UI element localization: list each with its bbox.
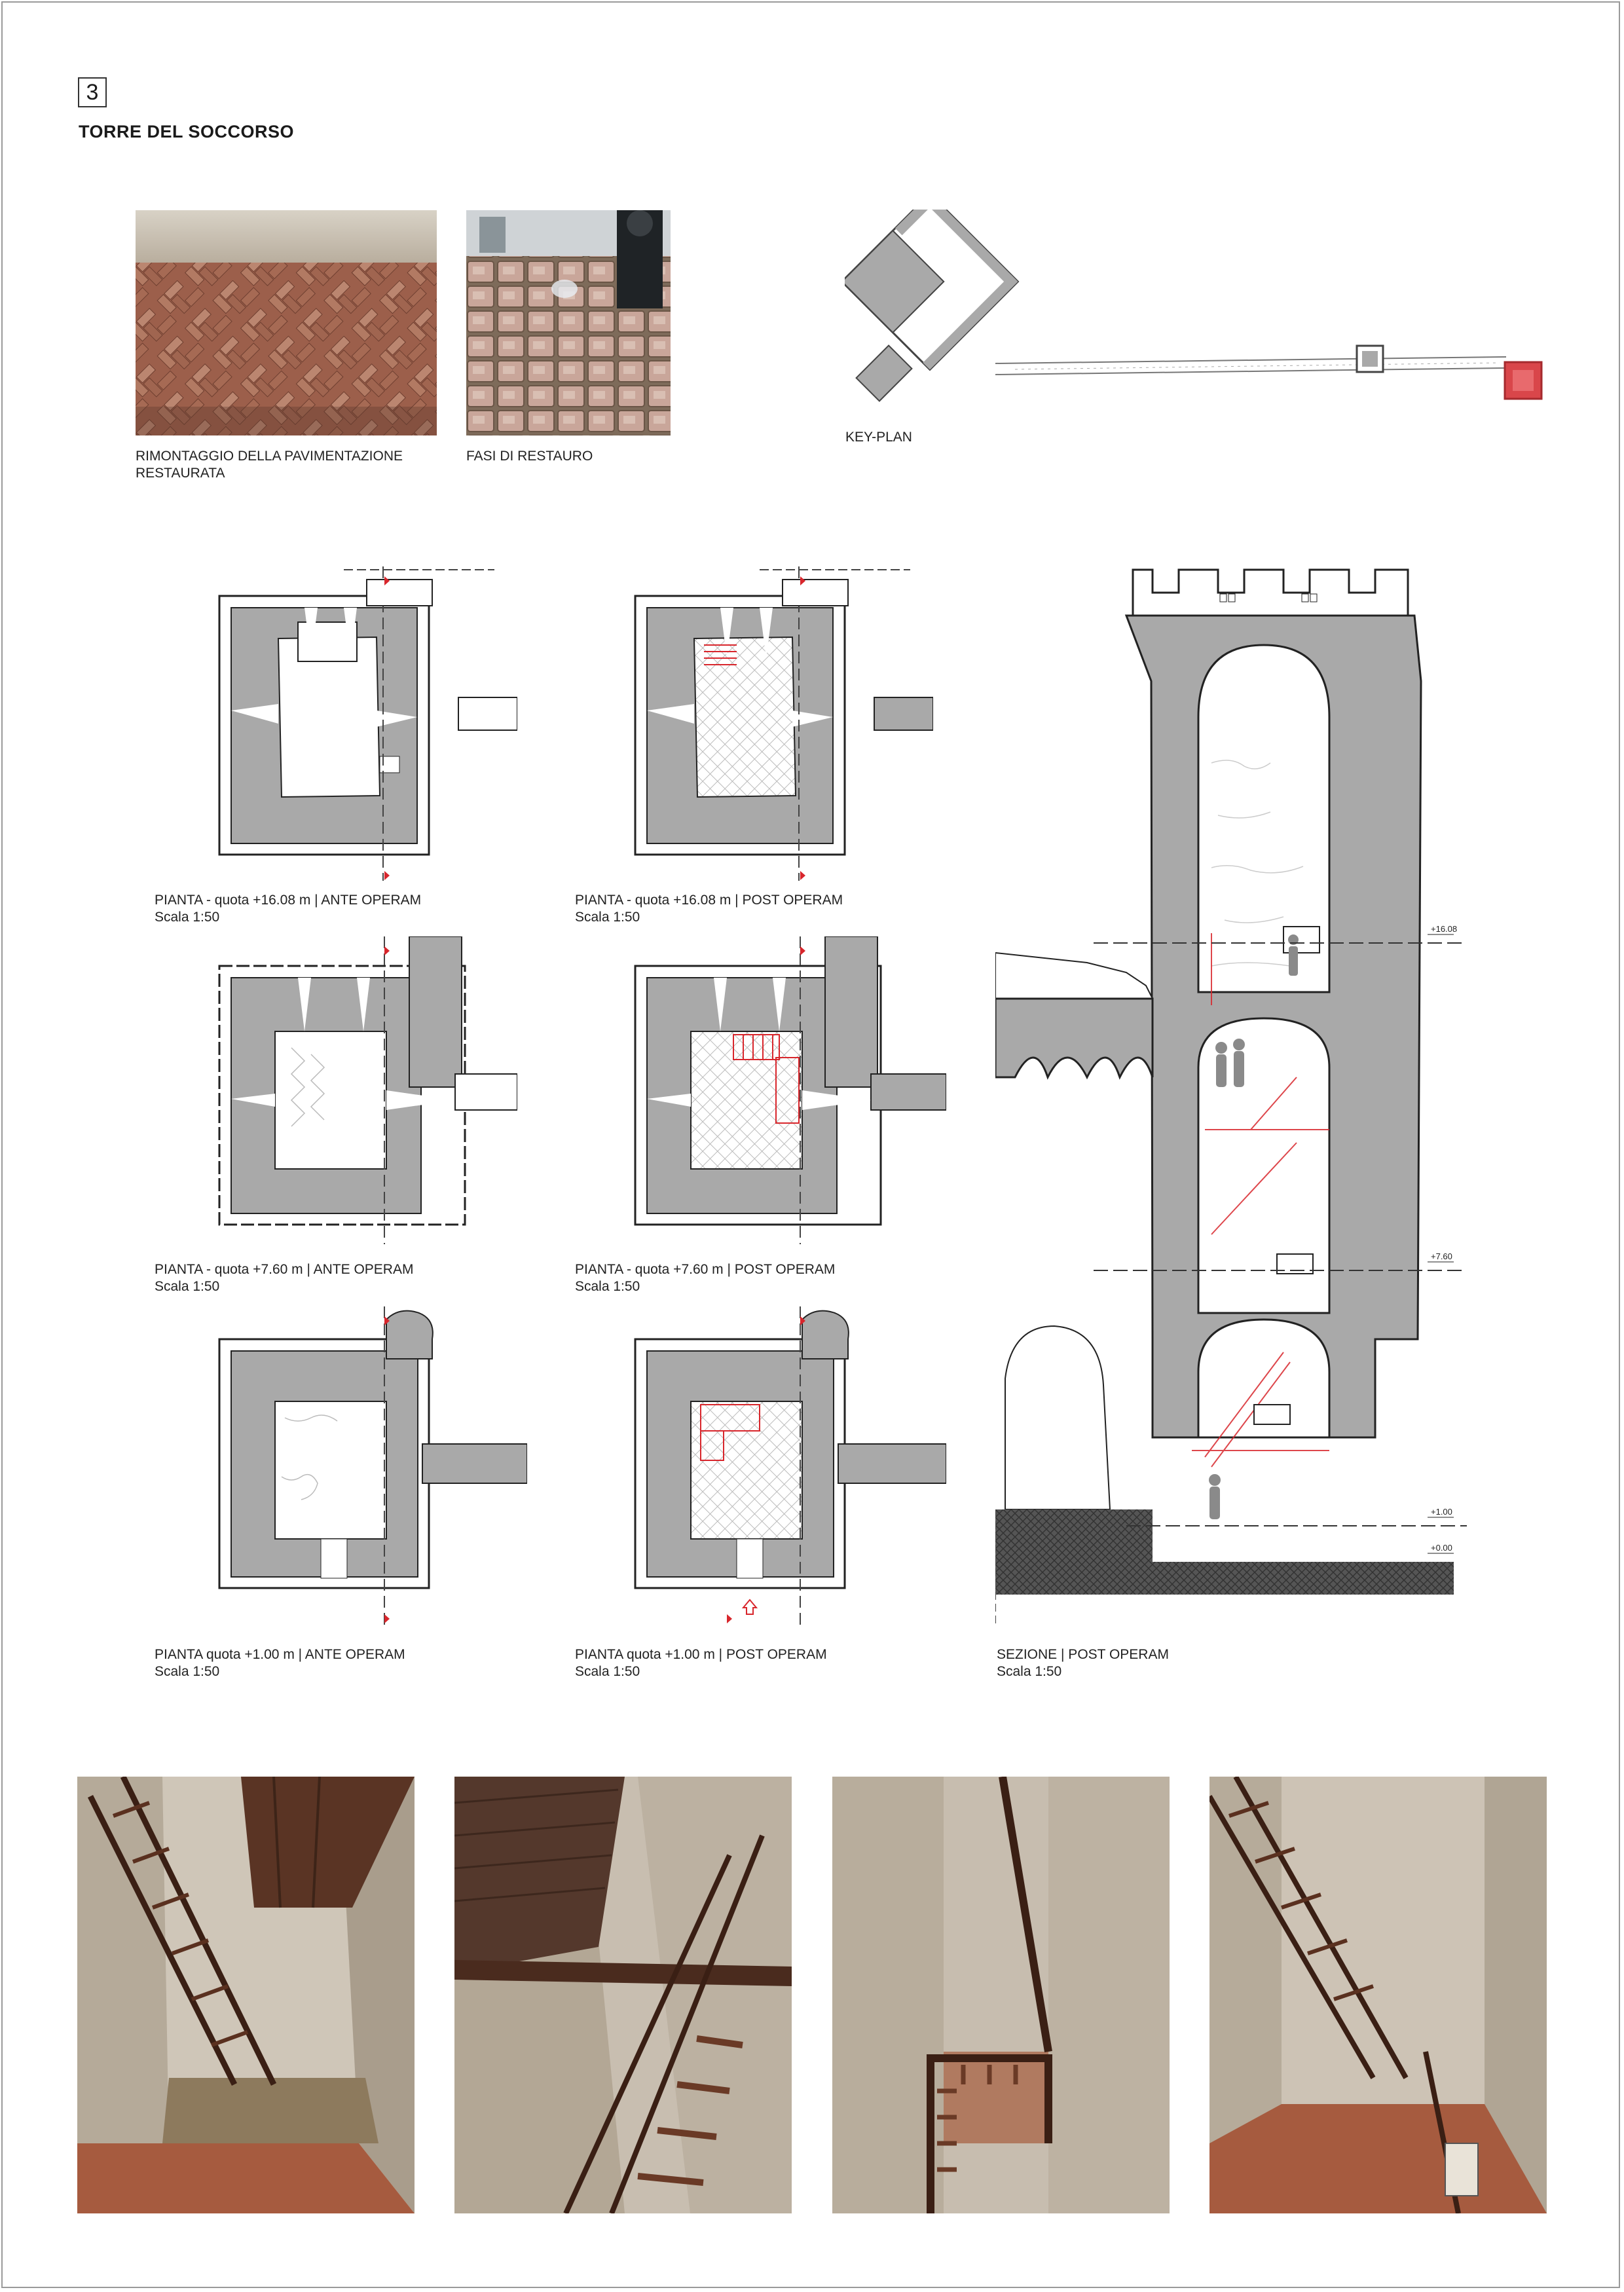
plan-caption-100-ante: PIANTA quota +1.00 m | ANTE OPERAM [155, 1647, 405, 1662]
level-760: +7.60 [1431, 1251, 1452, 1261]
plan-caption-1608-ante: PIANTA - quota +16.08 m | ANTE OPERAM [155, 893, 422, 908]
plan-760-ante [213, 936, 517, 1244]
plan-1608-post [629, 566, 933, 881]
plan-scale-1608-post: Scala 1:50 [575, 910, 640, 925]
plan-caption-100-post: PIANTA quota +1.00 m | POST OPERAM [575, 1647, 827, 1662]
photo-restoration-phases [466, 210, 671, 435]
plan-100-post [629, 1306, 946, 1627]
render-2 [454, 1777, 792, 2213]
level-1608: +16.08 [1431, 924, 1457, 934]
plan-caption-1608-post: PIANTA - quota +16.08 m | POST OPERAM [575, 893, 843, 908]
plan-760-post [629, 936, 946, 1244]
render-1 [77, 1777, 415, 2213]
plan-caption-760-post: PIANTA - quota +7.60 m | POST OPERAM [575, 1262, 836, 1277]
sheet-number: 3 [78, 77, 107, 107]
plan-1608-ante [213, 566, 517, 881]
photo-caption-restored-floor: RIMONTAGGIO DELLA PAVIMENTAZIONE RESTAUR… [136, 449, 403, 481]
section-caption: SEZIONE | POST OPERAM [997, 1647, 1169, 1662]
render-4 [1209, 1777, 1547, 2213]
plan-scale-760-post: Scala 1:50 [575, 1279, 640, 1294]
section-post-operam: +16.08 +7.60 +1.00 +0.00 [995, 566, 1467, 1627]
section-scale: Scala 1:50 [997, 1664, 1062, 1679]
plan-scale-100-post: Scala 1:50 [575, 1664, 640, 1679]
key-plan [845, 210, 1552, 419]
key-plan-caption: KEY-PLAN [845, 430, 912, 445]
photo-restored-floor [136, 210, 437, 435]
plan-scale-1608-ante: Scala 1:50 [155, 910, 220, 925]
plan-100-ante [213, 1306, 527, 1627]
render-3 [832, 1777, 1170, 2213]
photo-caption-restoration-phases: FASI DI RESTAURO [466, 449, 593, 464]
level-000: +0.00 [1431, 1543, 1452, 1553]
plan-scale-760-ante: Scala 1:50 [155, 1279, 220, 1294]
level-100: +1.00 [1431, 1507, 1452, 1517]
plan-scale-100-ante: Scala 1:50 [155, 1664, 220, 1679]
plan-caption-760-ante: PIANTA - quota +7.60 m | ANTE OPERAM [155, 1262, 414, 1277]
sheet-title: TORRE DEL SOCCORSO [79, 122, 295, 141]
